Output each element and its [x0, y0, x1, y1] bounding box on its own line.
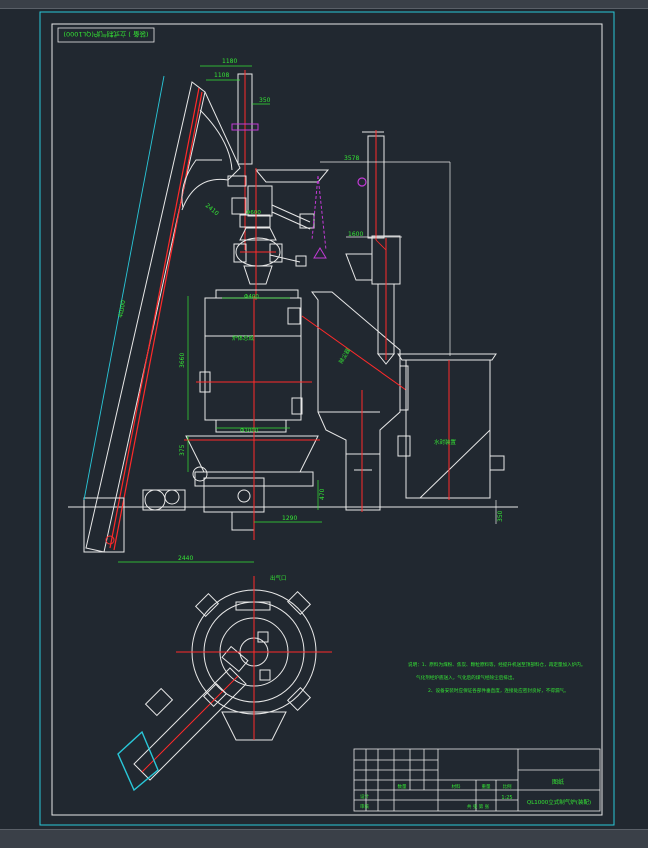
furnace-centerline [184, 296, 320, 540]
water-seal-label: 水封装置 [434, 438, 457, 446]
header-label-box [57, 27, 155, 43]
right-dimensions [320, 161, 497, 524]
gas-hood-centerline [375, 130, 387, 360]
title-block [353, 748, 601, 812]
dim-body-height: 3660 [179, 353, 186, 368]
sensor-marker [357, 177, 367, 187]
plan-top-mark: 出气口 [270, 574, 287, 582]
elevator-dim-line [83, 75, 165, 501]
furnace-body [185, 289, 319, 531]
title-design: 设计 [360, 793, 369, 800]
feed-pipe [231, 70, 259, 250]
dim-base-width: 1290 [282, 515, 297, 522]
dim-cone-height: 375 [179, 444, 186, 456]
title-scale: 1:25 [501, 795, 512, 801]
cyclone [311, 291, 411, 511]
gas-hood [345, 131, 401, 365]
title-material: 材料 [452, 783, 461, 790]
inner-frame [51, 23, 603, 816]
charging-centerline [240, 168, 276, 300]
plan-elevator [133, 667, 247, 781]
dim-right-height: 350 [497, 510, 504, 522]
cyclone-label: 除尘器 [337, 346, 352, 365]
plan-centerline [176, 576, 332, 740]
dim-vertical-span: 3578 [344, 155, 359, 162]
water-seal [397, 353, 505, 499]
dim-top-1: 1180 [222, 58, 237, 65]
dim-gate-dia: Φ400 [244, 294, 259, 300]
title-weight: 重量 [482, 783, 491, 790]
top-dimensions [200, 65, 270, 105]
title-scale-label: 比例 [503, 783, 512, 790]
bucket-elevator [83, 81, 241, 553]
title-drawing-name: QL1000立式制气炉(装配) [527, 798, 591, 806]
dim-body-dia: Φ1000 [240, 428, 259, 434]
drive-motor [142, 466, 208, 511]
title-qty: 数量 [398, 783, 407, 790]
dim-base-height: 470 [319, 488, 326, 500]
title-sheet: 共 张 第 张 [467, 803, 490, 810]
swing-arm [311, 175, 327, 259]
dim-feeder: Φ600 [246, 210, 261, 216]
furnace-label: 炉体总成 [232, 334, 255, 342]
header-label: (装备 ) 立式制气炉(QL1000) [63, 30, 148, 39]
note-line-2: 气化剂经炉底送入，气化后的煤气经除尘后排出。 [416, 674, 517, 681]
dim-pipe-offset: 350 [259, 97, 271, 104]
cyclone-centerline [301, 315, 407, 512]
note-line-1: 说明：1、原料为煤粉、焦炭、颗粒原料等，经提升机送至顶部料仓，再定量加入炉内。 [408, 661, 586, 668]
dim-cyclone-width: 1600 [348, 231, 363, 238]
viewport-bottom-bar [0, 829, 648, 848]
outer-frame [39, 11, 615, 826]
title-company: 图纸 [552, 778, 564, 786]
note-line-3: 2、设备安装时应保证各部件垂直度，连接处应密封良好，不得漏气。 [428, 687, 569, 694]
dim-top-2: 1108 [214, 72, 229, 79]
hood-crosshair [375, 239, 387, 251]
slope-length: 4Ш00 [117, 299, 127, 318]
title-check: 审核 [360, 803, 369, 810]
chute-length: 2410 [204, 202, 220, 217]
dim-bucket-offset: 2440 [178, 555, 193, 562]
viewport-top-bar [0, 0, 648, 9]
furnace-dimensions [187, 296, 322, 523]
plan-hopper [117, 730, 159, 792]
